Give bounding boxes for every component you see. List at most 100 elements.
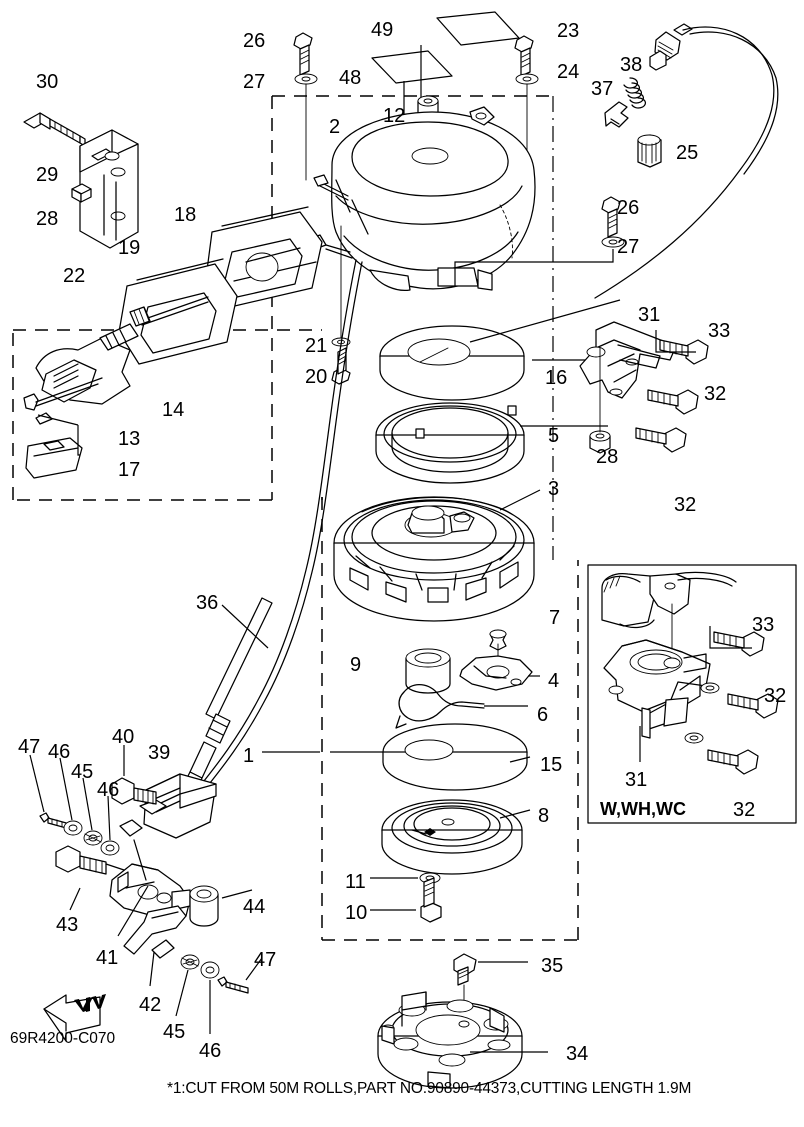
callout-10: 10 <box>345 902 368 924</box>
part-30-bolt <box>23 112 86 147</box>
callout-44: 44 <box>243 896 266 918</box>
part-46-washer-3 <box>200 961 220 1034</box>
part-43-bolt <box>55 845 137 911</box>
callout-25: 25 <box>676 142 699 164</box>
callout-8: 8 <box>538 805 550 827</box>
callout-11: 11 <box>345 871 366 893</box>
part-10-bolt <box>370 877 442 923</box>
inset-upper-housing <box>601 571 737 663</box>
callout-18: 18 <box>174 204 197 226</box>
callout-9: 9 <box>350 654 362 676</box>
part-16-drive-plate <box>379 325 525 401</box>
part-38-spring <box>623 77 647 109</box>
callout-22: 22 <box>63 265 86 287</box>
callout-27-top: 27 <box>243 71 266 93</box>
part-6-spring-clip <box>395 684 485 729</box>
lead-36 <box>221 604 269 649</box>
callout-13: 13 <box>118 428 141 450</box>
callout-26-right: 26 <box>617 197 640 219</box>
part-44-bushing <box>189 885 253 927</box>
inset-part-31-bracket <box>603 639 711 739</box>
callout-30: 30 <box>36 71 59 93</box>
callout-47-right: 47 <box>254 949 277 971</box>
part-35-bolt-bottom <box>453 953 528 1027</box>
callout-33-inset: 33 <box>752 614 775 636</box>
part-32-bolt-right-1 <box>647 389 699 415</box>
part-33-bolt-right <box>655 330 709 365</box>
callout-47-left: 47 <box>18 736 41 758</box>
callout-26-top: 26 <box>243 30 266 52</box>
part-45-washer-2 <box>175 954 200 1017</box>
part-34-starter-cup <box>377 991 548 1089</box>
callout-1: 1 <box>243 745 255 767</box>
lead-16b <box>469 299 621 343</box>
callout-38: 38 <box>620 54 643 76</box>
callout-2: 2 <box>329 116 341 138</box>
part-22-rope <box>129 296 209 327</box>
part-17-clip <box>25 437 83 479</box>
part-31-bracket-right <box>579 321 677 399</box>
part-18-grommet <box>205 206 323 309</box>
inset-part-32-bolt-1 <box>700 682 779 719</box>
inset-box-w-wh-wc <box>587 564 797 824</box>
callout-42: 42 <box>139 994 162 1016</box>
starter-rope-hose <box>594 26 775 299</box>
callout-28-right: 28 <box>596 446 619 468</box>
callout-16: 16 <box>545 367 568 389</box>
part-13-clip <box>23 377 103 425</box>
callout-28-left: 28 <box>36 208 59 230</box>
part-36-rope-2 <box>205 261 363 789</box>
part-3-sheave-drum <box>333 496 535 622</box>
part-23-24-bolt <box>514 35 539 166</box>
callout-31-inset: 31 <box>625 769 648 791</box>
part-36-rope-1 <box>199 259 357 787</box>
fwd-arrow-icon <box>43 994 106 1042</box>
callout-46-left-1: 46 <box>48 741 71 763</box>
part-26-27-top-bolt <box>293 32 318 181</box>
part-40-bolt <box>111 745 157 805</box>
callout-46-left-2: 46 <box>97 779 120 801</box>
part-19-grommet <box>118 258 238 365</box>
lead-8 <box>499 809 531 819</box>
part-40-39-lever-block <box>139 773 217 839</box>
callout-36: 36 <box>196 592 219 614</box>
callout-17: 17 <box>118 459 141 481</box>
callout-3: 3 <box>548 478 560 500</box>
part-29-28-bracket <box>71 129 139 249</box>
callout-23: 23 <box>557 20 580 42</box>
dashed-group-outline-main <box>12 95 579 941</box>
callout-20: 20 <box>305 366 328 388</box>
inset-part-32-bolt-2 <box>684 732 759 775</box>
part-46-washer-2 <box>100 795 120 856</box>
callout-45-left: 45 <box>71 761 94 783</box>
callout-45-bottom: 45 <box>163 1021 186 1043</box>
callout-39: 39 <box>148 742 171 764</box>
part-14-starter-handle <box>35 323 139 405</box>
callout-15: 15 <box>540 754 563 776</box>
part-5-spiral-spring <box>375 402 525 484</box>
lead-15 <box>509 756 531 763</box>
callout-24: 24 <box>557 61 580 83</box>
part-42-rod <box>123 905 187 987</box>
inset-part-33-bolt <box>709 626 765 657</box>
callout-35: 35 <box>541 955 564 977</box>
part-47-screw-left <box>29 754 71 830</box>
part-15-washer-plate <box>382 723 528 791</box>
callout-19: 19 <box>118 237 141 259</box>
inset-variant-label: W,WH,WC <box>600 799 686 819</box>
part-25-collar <box>637 134 662 168</box>
callout-14: 14 <box>162 399 185 421</box>
callout-12: 12 <box>383 105 406 127</box>
callout-6: 6 <box>537 704 549 726</box>
callout-40: 40 <box>112 726 135 748</box>
part-32-bolt-right-2 <box>635 427 687 453</box>
part-47-screw-right <box>217 957 263 994</box>
callout-32-inset-1: 32 <box>764 685 787 707</box>
footnote-1: *1:CUT FROM 50M ROLLS,PART NO.90890-4437… <box>167 1080 692 1097</box>
diagram-code: 69R4200-C070 <box>10 1030 116 1047</box>
part-37-nozzle <box>604 101 629 128</box>
callout-32-right-1: 32 <box>704 383 727 405</box>
part-46-washer-1 <box>59 757 83 836</box>
callout-5: 5 <box>548 425 560 447</box>
